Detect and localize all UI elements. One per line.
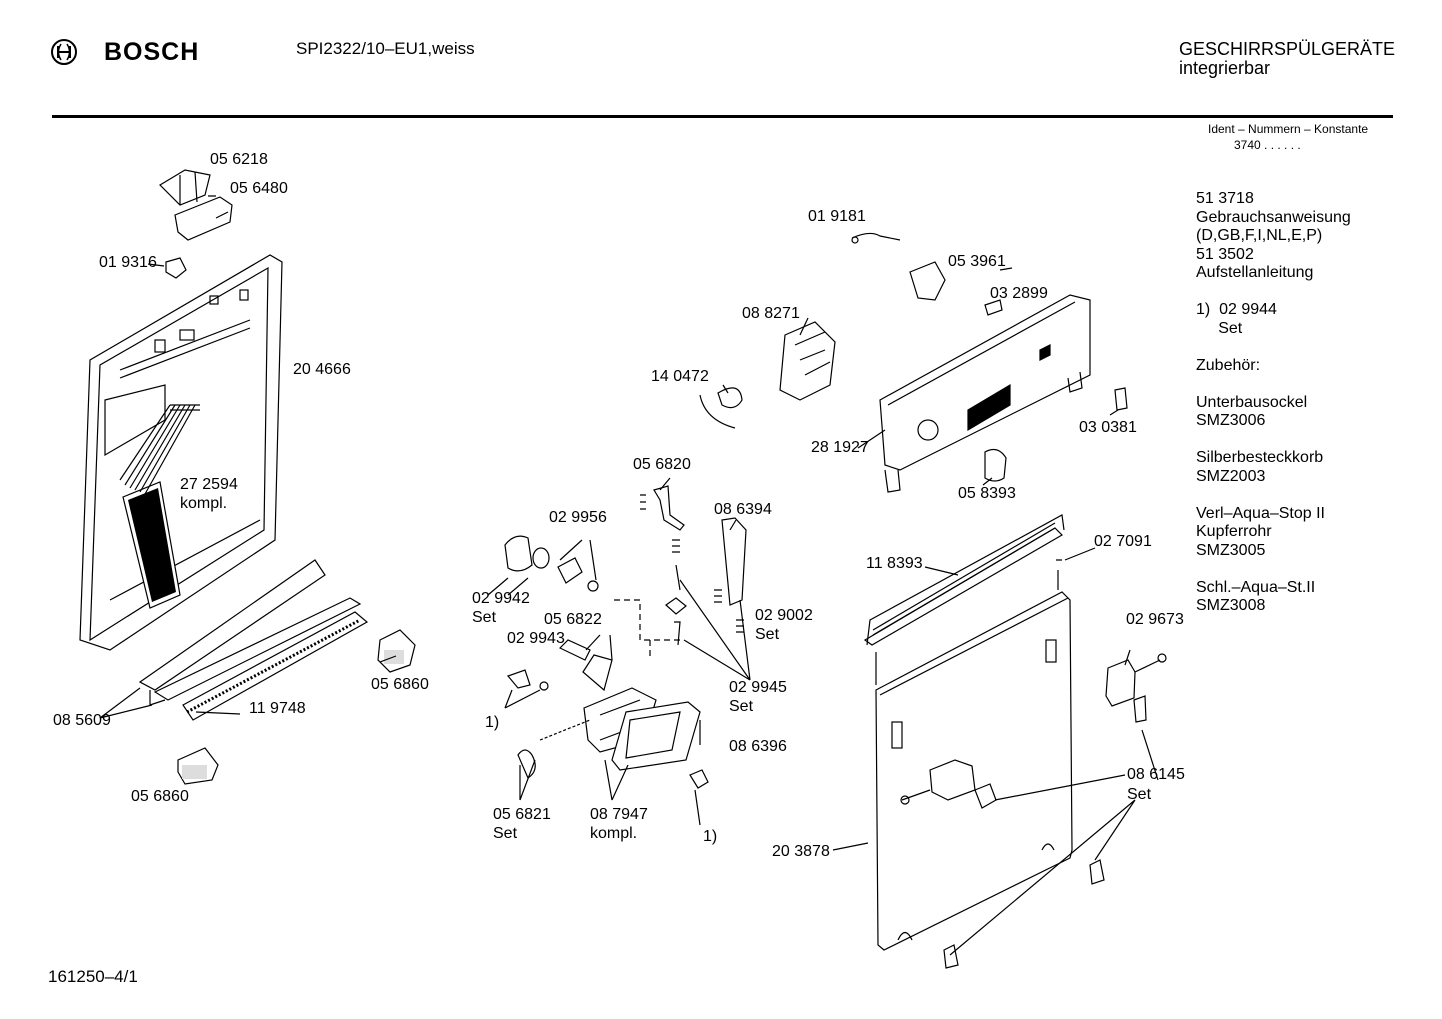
sidebar-line: Verl–Aqua–Stop II (1196, 504, 1325, 522)
label-056860-b: 05 6860 (131, 788, 189, 805)
sidebar-line: Zubehör: (1196, 356, 1261, 374)
label-set-4: Set (729, 698, 754, 715)
label-056480: 05 6480 (230, 180, 288, 197)
label-056860-a: 05 6860 (371, 676, 429, 693)
label-203878: 20 3878 (772, 843, 830, 860)
dispenser-assembly (504, 535, 709, 789)
sidebar-line: Unterbausockel (1196, 393, 1308, 411)
inner-door-panel (79, 254, 283, 651)
label-kompl-2: kompl. (590, 825, 638, 842)
label-set-3: Set (755, 626, 780, 643)
bosch-logo-icon (51, 39, 77, 65)
label-footnote-1a: 1) (485, 714, 500, 731)
label-set-5: Set (1127, 786, 1152, 803)
category-title: GESCHIRRSPÜLGERÄTE (1179, 39, 1396, 59)
label-204666: 20 4666 (293, 361, 351, 378)
label-030381: 03 0381 (1079, 419, 1137, 436)
label-029945: 02 9945 (729, 679, 787, 696)
label-119748: 11 9748 (249, 700, 306, 717)
label-019316: 01 9316 (99, 254, 157, 271)
sidebar-line: Kupferrohr (1196, 523, 1272, 540)
label-029673: 02 9673 (1126, 611, 1184, 628)
label-footnote-1b: 1) (703, 828, 718, 845)
sidebar-line: 1) 02 9944 (1196, 301, 1277, 318)
sidebar-line: SMZ2003 (1196, 467, 1266, 485)
door-handle (159, 169, 233, 241)
label-029942: 02 9942 (472, 590, 530, 607)
label-set-2: Set (493, 825, 518, 842)
ident-label: Ident – Nummern – Konstante (1208, 122, 1369, 136)
ident-value: 3740 . . . . . . (1234, 138, 1301, 152)
label-087947: 08 7947 (590, 806, 648, 823)
label-056218: 05 6218 (210, 151, 268, 168)
label-019181: 01 9181 (808, 208, 866, 225)
sidebar-line: SMZ3005 (1196, 541, 1266, 559)
label-056822: 05 6822 (544, 611, 602, 628)
label-027091: 02 7091 (1094, 533, 1152, 550)
label-029943: 02 9943 (507, 630, 565, 647)
label-088271: 08 8271 (742, 305, 800, 322)
label-029002: 02 9002 (755, 607, 813, 624)
label-140472: 14 0472 (651, 368, 709, 385)
sidebar-line: Set (1196, 319, 1243, 337)
bracket-053961 (909, 261, 946, 301)
label-085609: 08 5609 (53, 712, 111, 729)
sidebar-line: Silberbesteckkorb (1196, 449, 1324, 466)
label-086145: 08 6145 (1127, 766, 1185, 783)
label-056821: 05 6821 (493, 806, 551, 823)
label-032899: 03 2899 (990, 285, 1048, 302)
header-divider (52, 115, 1393, 118)
base-strip (138, 559, 326, 691)
label-058393: 05 8393 (958, 485, 1016, 502)
timer-unit (779, 321, 836, 401)
brand-name: BOSCH (104, 38, 200, 66)
label-053961: 05 3961 (948, 253, 1006, 270)
sidebar-line: (D,GB,F,I,NL,E,P) (1196, 227, 1323, 244)
sidebar-line: Gebrauchsanweisung (1196, 208, 1351, 226)
label-086396: 08 6396 (729, 738, 787, 755)
label-056820: 05 6820 (633, 456, 691, 473)
sidebar-line: SMZ3006 (1196, 412, 1266, 429)
knob-14 (717, 387, 743, 409)
control-panel (879, 294, 1091, 493)
sidebar-line: 51 3502 (1196, 245, 1254, 263)
category-subtitle: integrierbar (1179, 58, 1271, 78)
label-118393: 11 8393 (866, 555, 923, 572)
label-281927: 28 1927 (811, 439, 869, 456)
label-kompl-1: kompl. (180, 495, 228, 512)
sidebar-line: Aufstellanleitung (1196, 264, 1314, 281)
sidebar-line: Schl.–Aqua–St.II (1196, 578, 1316, 596)
hinge-clip (165, 257, 187, 279)
sidebar-line: 51 3718 (1196, 190, 1254, 207)
label-set-1: Set (472, 609, 497, 626)
sidebar-line: SMZ3008 (1196, 597, 1266, 614)
outer-door-panel (863, 514, 1073, 951)
model-number: SPI2322/10–EU1,weiss (296, 39, 475, 58)
label-029956: 02 9956 (549, 509, 607, 526)
drawing-number: 161250–4/1 (48, 967, 138, 986)
label-272594: 27 2594 (180, 476, 238, 493)
label-086394: 08 6394 (714, 501, 772, 518)
